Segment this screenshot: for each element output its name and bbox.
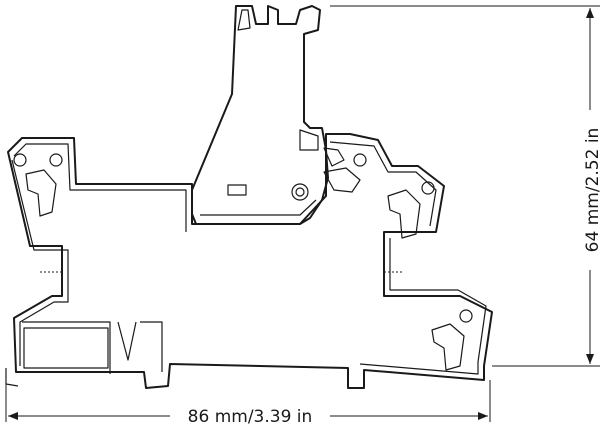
width-label: 86 mm/3.39 in — [188, 407, 313, 427]
right-clamp-upper — [323, 147, 367, 193]
width-dimension: 86 mm/3.39 in — [5, 380, 491, 427]
din-rail-foot — [5, 321, 163, 387]
height-label: 64 mm/2.52 in — [583, 128, 603, 253]
left-clamp — [13, 153, 63, 217]
right-clamp-lower — [431, 309, 473, 371]
relay-body — [191, 5, 329, 225]
socket-base — [7, 133, 493, 389]
height-dimension: 64 mm/2.52 in — [330, 5, 603, 367]
right-clamp-middle — [387, 181, 435, 239]
